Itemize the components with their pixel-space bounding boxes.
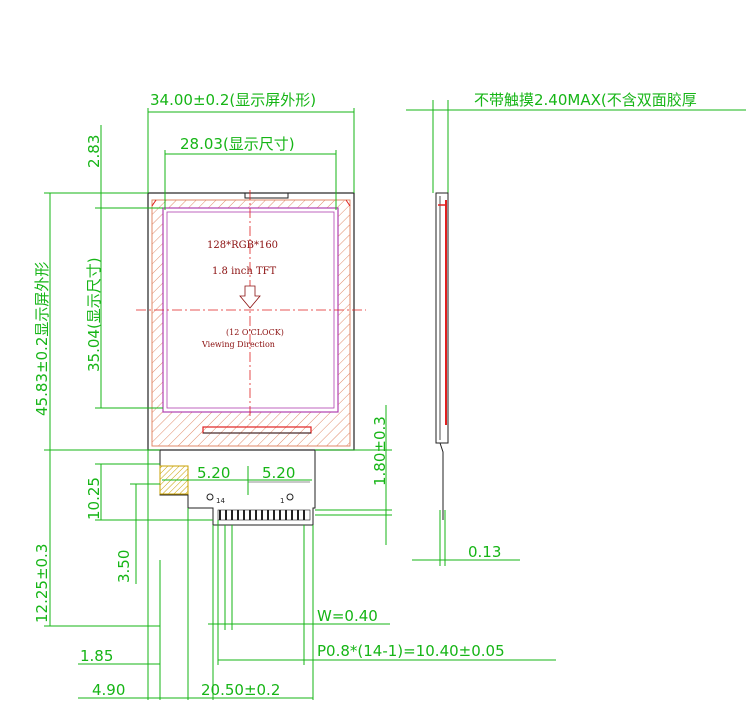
clock-text: (12 O'CLOCK) [226, 328, 284, 337]
fpc-pads [217, 509, 311, 521]
pin14-label: 14 [216, 497, 225, 505]
fpc-thick-label: 0.13 [468, 543, 501, 561]
resolution-text: 128*RGB*160 [207, 240, 278, 251]
outline-height-label: 45.83±0.2显示屏外形 [33, 262, 51, 416]
size-type-text: 1.8 inch TFT [212, 266, 277, 277]
dimension-lines [44, 100, 746, 700]
module-outline [147, 192, 355, 451]
fpc-dim-b-label: 5.20 [262, 464, 295, 482]
side-view-body [435, 192, 449, 444]
fpc-height-label: 10.25 [85, 477, 103, 520]
viewing-arrow [239, 285, 261, 309]
fpc-dim-a-label: 5.20 [197, 464, 230, 482]
dimension-texts: 34.00±0.2(显示屏外形) 28.03(显示尺寸) 不带触摸2.40MAX… [33, 91, 697, 699]
pin1-label: 1 [280, 497, 284, 505]
fpc-tail-label: 3.50 [115, 550, 133, 583]
dim-185-label: 1.85 [80, 647, 113, 665]
fpc-gap-label: 1.80±0.3 [371, 416, 389, 486]
display-height-label: 35.04(显示尺寸) [85, 257, 103, 372]
pitch-label: P0.8*(14-1)=10.40±0.05 [317, 642, 505, 660]
thickness-label: 不带触摸2.40MAX(不含双面胶厚 [474, 91, 697, 109]
front-view: 128*RGB*160 1.8 inch TFT (12 O'CLOCK) Vi… [136, 190, 366, 451]
fpc-width-label: 20.50±0.2 [201, 681, 280, 699]
fpc: 14 1 [159, 450, 316, 526]
display-width-label: 28.03(显示尺寸) [180, 135, 295, 153]
top-offset-label: 2.83 [85, 135, 103, 168]
fpc-outline [159, 450, 316, 526]
outline-width-label: 34.00±0.2(显示屏外形) [150, 91, 316, 109]
fpc-total-label: 12.25±0.3 [33, 544, 51, 623]
side-view [435, 192, 449, 520]
dim-490-label: 4.90 [92, 681, 125, 699]
viewing-direction-text: Viewing Direction [201, 340, 275, 349]
pin-width-label: W=0.40 [317, 607, 378, 625]
